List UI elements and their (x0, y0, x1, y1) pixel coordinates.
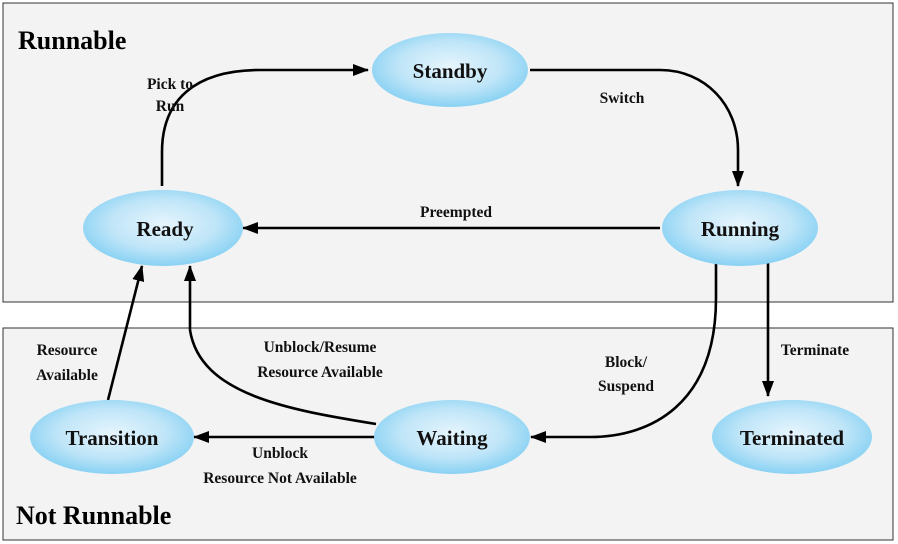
edge-pick-to-run (160, 64, 369, 186)
state-ready-label: Ready (136, 217, 194, 241)
label-unblock-resume-line1: Unblock/Resume (264, 339, 377, 356)
label-unblock-resume-line2: Resource Available (257, 364, 383, 381)
edge-unblock-resume (184, 265, 377, 426)
state-running: Running (662, 190, 818, 266)
label-unblock-not-available-line2: Resource Not Available (203, 470, 357, 487)
label-switch: Switch (600, 90, 645, 107)
state-standby: Standby (372, 33, 528, 107)
edges (106, 64, 774, 443)
label-block-suspend-line2: Suspend (598, 378, 654, 395)
state-transition: Transition (30, 400, 194, 474)
state-transition-label: Transition (66, 426, 159, 450)
edge-resource-available (106, 265, 145, 401)
edge-labels: Pick to Run Switch Preempted Block/ Susp… (36, 76, 849, 487)
not-runnable-region-title: Not Runnable (16, 501, 171, 530)
state-running-label: Running (701, 217, 780, 241)
label-resource-available-line2: Available (36, 367, 98, 384)
label-preempted: Preempted (420, 204, 492, 221)
state-waiting-label: Waiting (416, 426, 488, 450)
label-resource-available-line1: Resource (37, 342, 98, 359)
state-terminated: Terminated (712, 400, 872, 474)
edge-switch (530, 68, 744, 187)
label-terminate: Terminate (781, 342, 849, 359)
label-pick-to-run-line2: Run (156, 98, 185, 115)
label-unblock-not-available-line1: Unblock (252, 445, 308, 462)
state-waiting: Waiting (374, 400, 530, 474)
edge-block-suspend (530, 262, 718, 443)
label-block-suspend-line1: Block/ (605, 354, 648, 371)
state-terminated-label: Terminated (740, 426, 845, 450)
runnable-region-title: Runnable (18, 26, 126, 55)
state-ready: Ready (83, 190, 243, 266)
state-standby-label: Standby (413, 59, 488, 83)
label-pick-to-run-line1: Pick to (147, 76, 193, 93)
